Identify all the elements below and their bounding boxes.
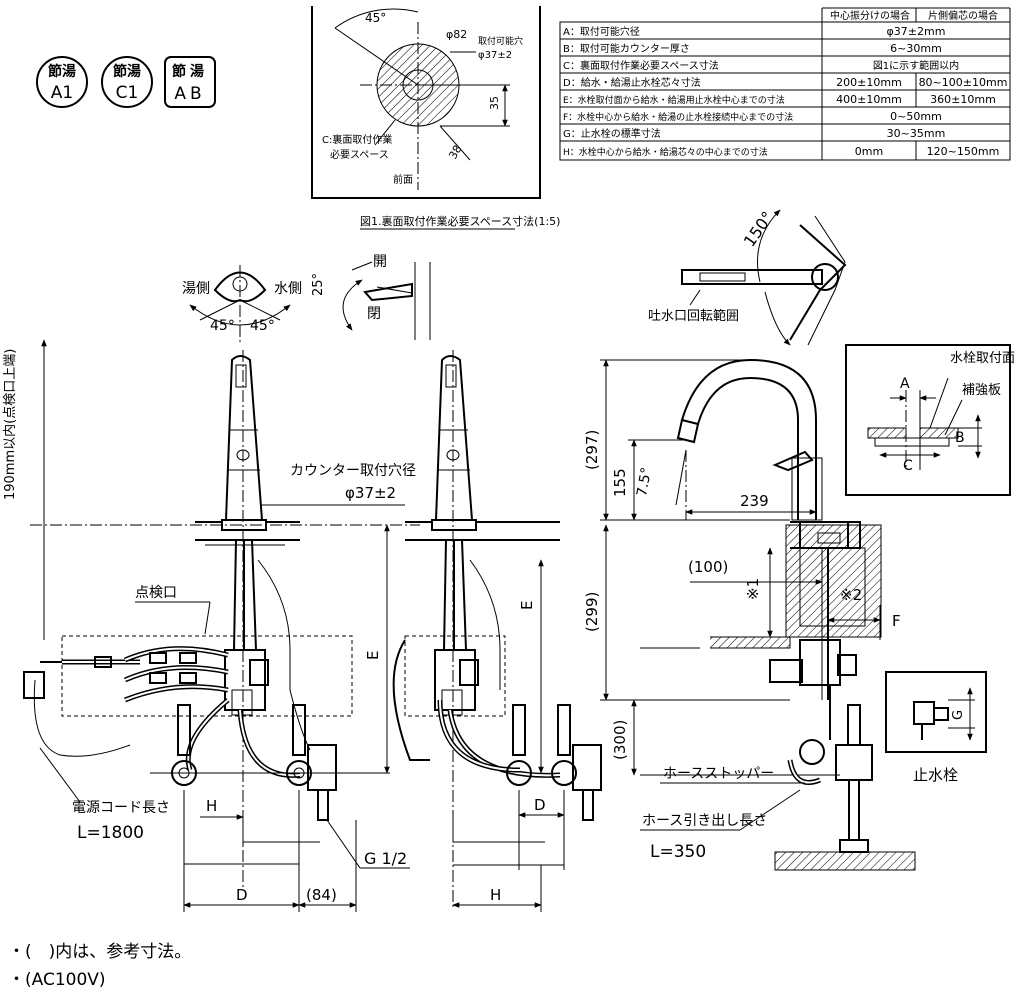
badge-ab-top: 節湯 (172, 63, 208, 80)
hose-pull-length: L=350 (650, 842, 706, 862)
front-dim-84: (84) (306, 886, 337, 904)
badge-ab: 節湯 AB (164, 56, 216, 108)
table-row-b-value: 6~30mm (890, 42, 942, 55)
spout-rotation-label: 吐水口回転範囲 (648, 309, 739, 324)
front-view: 190mm以内(点検口上端) カウンター取付穴径 φ37±2 点検口 (2, 339, 420, 912)
table-row-h-label: H：水栓中心から給水・給湯芯々の中心までの寸法 (563, 146, 768, 158)
figure1-angle: 45° (365, 11, 386, 25)
spec-table: 中心振分けの場合 片側偏芯の場合 A：取付可能穴径 φ37±2mm B：取付可能… (559, 7, 1011, 161)
side-dim-f: F (892, 612, 901, 630)
side-dim-297: (297) (583, 430, 601, 470)
note-voltage: ・(AC100V) (8, 970, 106, 990)
badge-a1-bottom: A1 (51, 83, 73, 103)
figure1-mount-label: 取付可能穴 (478, 35, 523, 47)
table-row-a-label: A：取付可能穴径 (563, 25, 640, 38)
table-row-e-side: 360±10mm (930, 93, 996, 106)
table-row-c-value: 図1に示す範囲以内 (873, 59, 959, 72)
handle-hot-label: 湯側 (182, 280, 210, 297)
lever-open: 開 (373, 254, 387, 270)
table-row-g-value: 30~35mm (887, 127, 946, 140)
table-row-d-side: 80~100±10mm (919, 76, 1008, 89)
counter-hole-label: カウンター取付穴径 (290, 463, 416, 479)
handle-angle-left: 45° (210, 318, 235, 334)
badge-ab-bottom: AB (174, 84, 205, 104)
badge-a1-top: 節湯 (48, 63, 76, 80)
table-row-a-value: φ37±2mm (887, 25, 946, 38)
front-dim-h: H (206, 797, 217, 815)
badge-c1: 節湯 C1 (101, 56, 153, 108)
front-dim-e: E (364, 651, 382, 660)
side-star1: ※1 (744, 578, 762, 600)
offset-dim-d: D (534, 796, 546, 814)
figure1-dia-hole: φ37±2 (478, 50, 512, 61)
table-row-f-label: F：水栓中心から給水・給湯の止水栓接続中心までの寸法 (563, 111, 793, 123)
detail-reinforce: 補強板 (962, 383, 1001, 398)
table-row-e-label: E：水栓取付面から給水・給湯用止水栓中心までの寸法 (563, 94, 785, 106)
power-cord-label: 電源コード長さ (72, 800, 170, 816)
offset-view: E D H (392, 350, 602, 912)
lever-side-view: 25° 開 閉 (311, 254, 431, 340)
figure1-space-label-1: C:裏面取付作業 (322, 133, 392, 146)
hose-stopper-label: ホースストッパー (663, 766, 774, 782)
side-dim-239: 239 (740, 492, 769, 510)
note-reference: ・( )内は、参考寸法。 (8, 942, 192, 962)
figure1-caption: 図1.裏面取付作業必要スペース寸法(1:5) (360, 214, 560, 228)
height-limit-label: 190mm以内(点検口上端) (2, 349, 18, 500)
side-dim-299: (299) (583, 592, 601, 632)
figure1-space-label-2: 必要スペース (330, 148, 389, 161)
table-header-center: 中心振分けの場合 (830, 9, 910, 22)
side-dim-300: (300) (611, 720, 629, 760)
table-row-d-label: D：給水・給湯止水栓芯々寸法 (563, 76, 701, 89)
detail-mount-face: 水栓取付面 (950, 351, 1015, 366)
side-star2: ※2 (840, 586, 862, 604)
detail-dim-a: A (900, 376, 910, 392)
side-dim-100: (100) (688, 558, 728, 576)
thread-label: G 1/2 (364, 849, 407, 868)
table-row-b-label: B：取付可能カウンター厚さ (563, 42, 690, 55)
power-cord-length: L=1800 (77, 823, 144, 843)
side-view: (297) 155 7.5° 239 (100) ※1 ※2 (299) (30… (583, 358, 987, 871)
figure1-dia-outer: φ82 (446, 28, 467, 41)
offset-dim-e: E (518, 601, 536, 610)
badge-c1-bottom: C1 (116, 83, 139, 103)
handle-angle-right: 45° (250, 318, 275, 334)
technical-drawing: 節湯 A1 節湯 C1 節湯 AB 45° φ82 取付可能穴 φ37±2 35… (2, 6, 1015, 912)
table-row-f-value: 0~50mm (890, 110, 942, 123)
counter-hole-dim: φ37±2 (345, 484, 396, 502)
spout-rotation-view: 150° 吐水口回転範囲 (648, 208, 847, 346)
stop-valve-label: 止水栓 (913, 766, 958, 784)
side-dim-155: 155 (611, 468, 629, 497)
detail-dim-c: C (903, 458, 913, 474)
table-row-e-center: 400±10mm (836, 93, 902, 106)
side-dim-g: G (951, 710, 966, 720)
mount-detail: A C B 水栓取付面 補強板 (845, 344, 1015, 496)
table-row-c-label: C：裏面取付作業必要スペース寸法 (563, 59, 719, 72)
offset-dim-h: H (490, 886, 501, 904)
figure1-front-label: 前面 (393, 173, 413, 186)
figure1-dim-38: 38 (446, 143, 464, 162)
badge-a1: 節湯 A1 (36, 56, 88, 108)
handle-top-view: 湯側 水側 45° 45° (182, 265, 302, 345)
spout-rotation-angle: 150° (740, 208, 778, 250)
table-row-h-center: 0mm (855, 145, 883, 158)
table-row-d-center: 200±10mm (836, 76, 902, 89)
side-angle-75: 7.5° (634, 466, 655, 498)
table-row-g-label: G：止水栓の標準寸法 (563, 127, 661, 140)
lever-close: 閉 (367, 306, 381, 322)
hose-pull-label: ホース引き出し長さ (642, 813, 767, 829)
lever-tilt-angle: 25° (311, 273, 326, 296)
figure1-rear-space: 45° φ82 取付可能穴 φ37±2 35 38 C:裏面取付作業 必要スペー… (311, 6, 560, 230)
front-dim-d: D (236, 886, 248, 904)
badge-c1-top: 節湯 (113, 63, 141, 80)
figure1-dim-35: 35 (488, 96, 501, 110)
inspection-label: 点検口 (135, 585, 177, 601)
table-header-side: 片側偏芯の場合 (928, 9, 998, 22)
table-row-h-side: 120~150mm (927, 145, 1000, 158)
detail-dim-b: B (955, 430, 965, 446)
handle-cold-label: 水側 (274, 281, 302, 297)
